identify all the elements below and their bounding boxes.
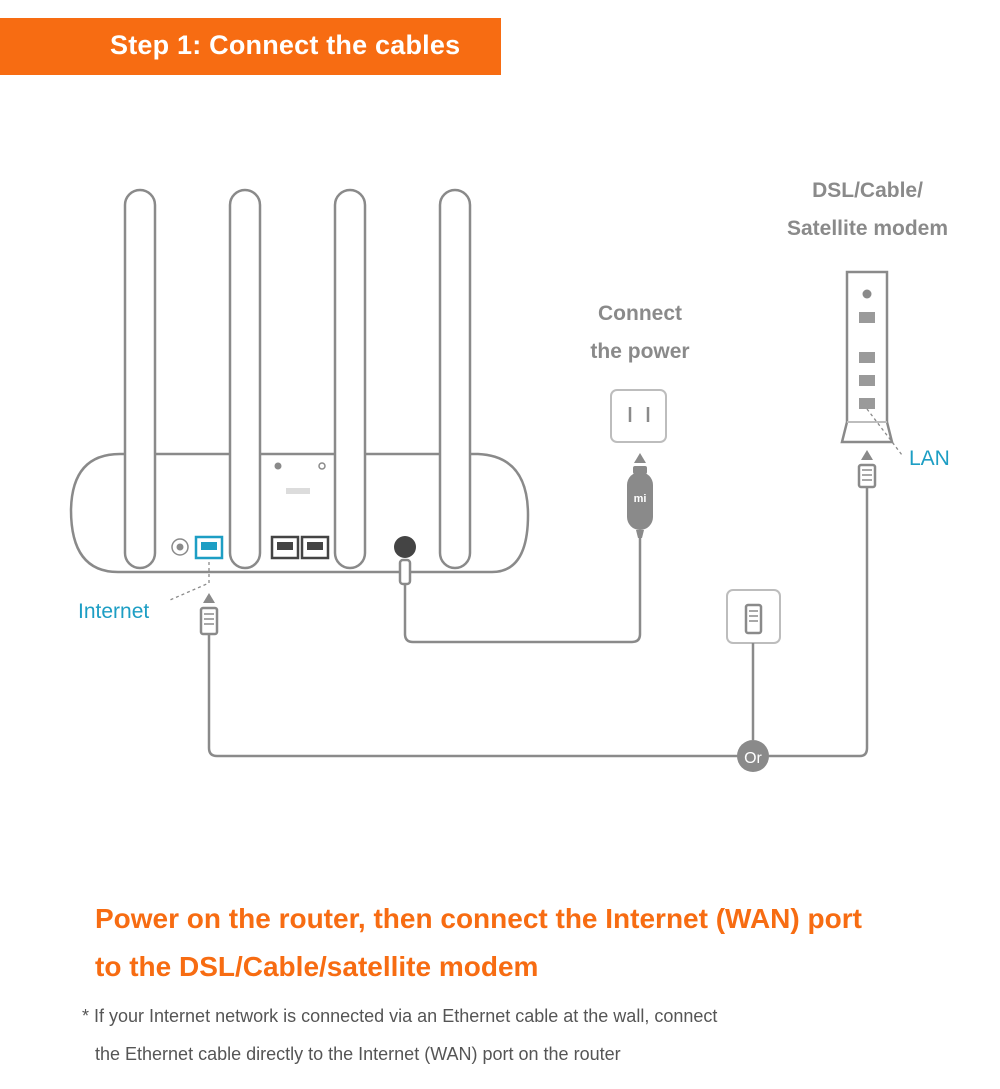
internet-label: Internet — [78, 600, 150, 623]
step-banner: Step 1: Connect the cables — [0, 18, 501, 75]
power-outlet-icon — [610, 389, 667, 443]
or-label: Or — [744, 750, 762, 767]
wall-ethernet-jack-icon — [726, 589, 781, 644]
modem-icon — [840, 270, 894, 444]
power-label-line2: the power — [590, 340, 690, 363]
step-title: Step 1: Connect the cables — [110, 30, 461, 60]
headline-line1: Power on the router, then connect the In… — [95, 903, 862, 934]
modem-label-line2: Satellite modem — [786, 217, 949, 240]
power-cable — [398, 538, 642, 644]
or-badge: Or — [737, 740, 769, 772]
modem-label: DSL/Cable/ Satellite modem — [770, 172, 965, 248]
lan-label: LAN — [909, 447, 950, 470]
ethernet-plug-icon — [857, 450, 877, 489]
instruction-headline: Power on the router, then connect the In… — [95, 895, 975, 991]
footnote-line1: * If your Internet network is connected … — [82, 1006, 718, 1026]
power-label-line1: Connect — [598, 302, 682, 325]
ethernet-plug-icon — [199, 593, 219, 636]
power-adapter-icon: mi — [627, 453, 653, 538]
modem-label-line1: DSL/Cable/ — [812, 179, 923, 202]
footnote-line2: the Ethernet cable directly to the Inter… — [95, 1044, 621, 1064]
ethernet-cable — [207, 487, 869, 758]
adapter-logo: mi — [634, 493, 647, 505]
router-icon — [69, 188, 530, 574]
footnote: * If your Internet network is connected … — [82, 997, 982, 1073]
headline-line2: to the DSL/Cable/satellite modem — [95, 951, 539, 982]
power-label: Connect the power — [560, 295, 720, 371]
